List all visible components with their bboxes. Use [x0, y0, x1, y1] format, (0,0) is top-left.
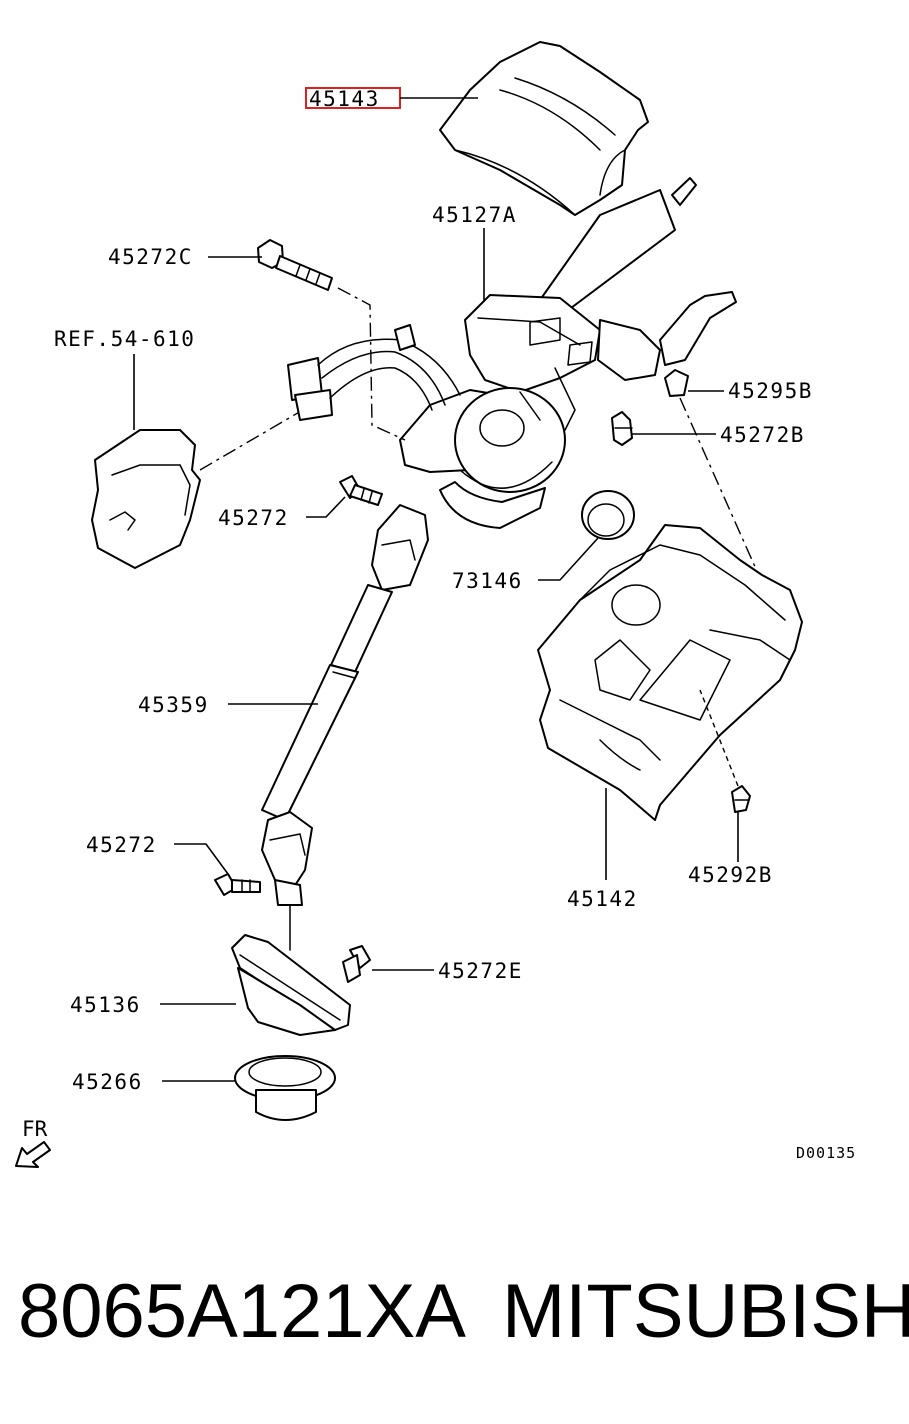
label-45136[interactable]: 45136	[70, 993, 141, 1017]
label-45292B[interactable]: 45292B	[688, 863, 773, 887]
steering-column-45127A[interactable]	[399, 177, 737, 529]
leader-45272-upper	[306, 496, 346, 518]
label-45266[interactable]: 45266	[72, 1070, 143, 1094]
screw-45272B[interactable]	[611, 411, 633, 446]
label-45272C[interactable]: 45272C	[108, 245, 193, 269]
column-cover-45143[interactable]	[439, 41, 649, 216]
label-ref-54-610[interactable]: REF.54-610	[54, 327, 195, 351]
label-45295B[interactable]: 45295B	[728, 379, 813, 403]
bracket-45142[interactable]	[537, 524, 803, 821]
label-45272-lower[interactable]: 45272	[86, 833, 157, 857]
bolt-45272-upper[interactable]	[339, 475, 383, 506]
seal-45266[interactable]	[234, 1055, 336, 1121]
bolt-45272C[interactable]	[257, 239, 333, 291]
boot-45136[interactable]	[231, 934, 351, 1036]
bolt-45272-lower[interactable]	[214, 873, 261, 896]
footer-caption: 8065A121XA MITSUBISHI	[18, 1268, 909, 1378]
label-45142[interactable]: 45142	[567, 887, 638, 911]
label-45143[interactable]: 45143	[309, 87, 380, 111]
bolt-45272E[interactable]	[342, 945, 371, 983]
clip-45295B-axis	[679, 397, 761, 579]
screw-45292B[interactable]	[731, 785, 751, 813]
leader-45272-lower	[174, 843, 229, 875]
label-45272B[interactable]: 45272B	[720, 423, 805, 447]
label-73146[interactable]: 73146	[452, 569, 523, 593]
wiring-harness[interactable]	[287, 324, 461, 421]
label-45272-upper[interactable]: 45272	[218, 506, 289, 530]
front-arrow-icon	[15, 1141, 51, 1168]
module-ref-54-610[interactable]	[91, 429, 201, 569]
bolt-45272C-axis	[337, 287, 406, 441]
part-number: 8065A121XA	[18, 1269, 466, 1354]
label-45127A[interactable]: 45127A	[432, 203, 517, 227]
label-fr: FR	[22, 1117, 48, 1141]
label-45359[interactable]: 45359	[138, 693, 209, 717]
intermediate-shaft-45359[interactable]	[261, 504, 429, 906]
brand-name: MITSUBISHI	[502, 1269, 909, 1354]
clip-45295B[interactable]	[664, 369, 689, 397]
drawing-code: D00135	[796, 1144, 856, 1162]
leader-73146	[538, 537, 599, 581]
grommet-73146[interactable]	[581, 490, 635, 540]
label-45272E[interactable]: 45272E	[438, 959, 523, 983]
